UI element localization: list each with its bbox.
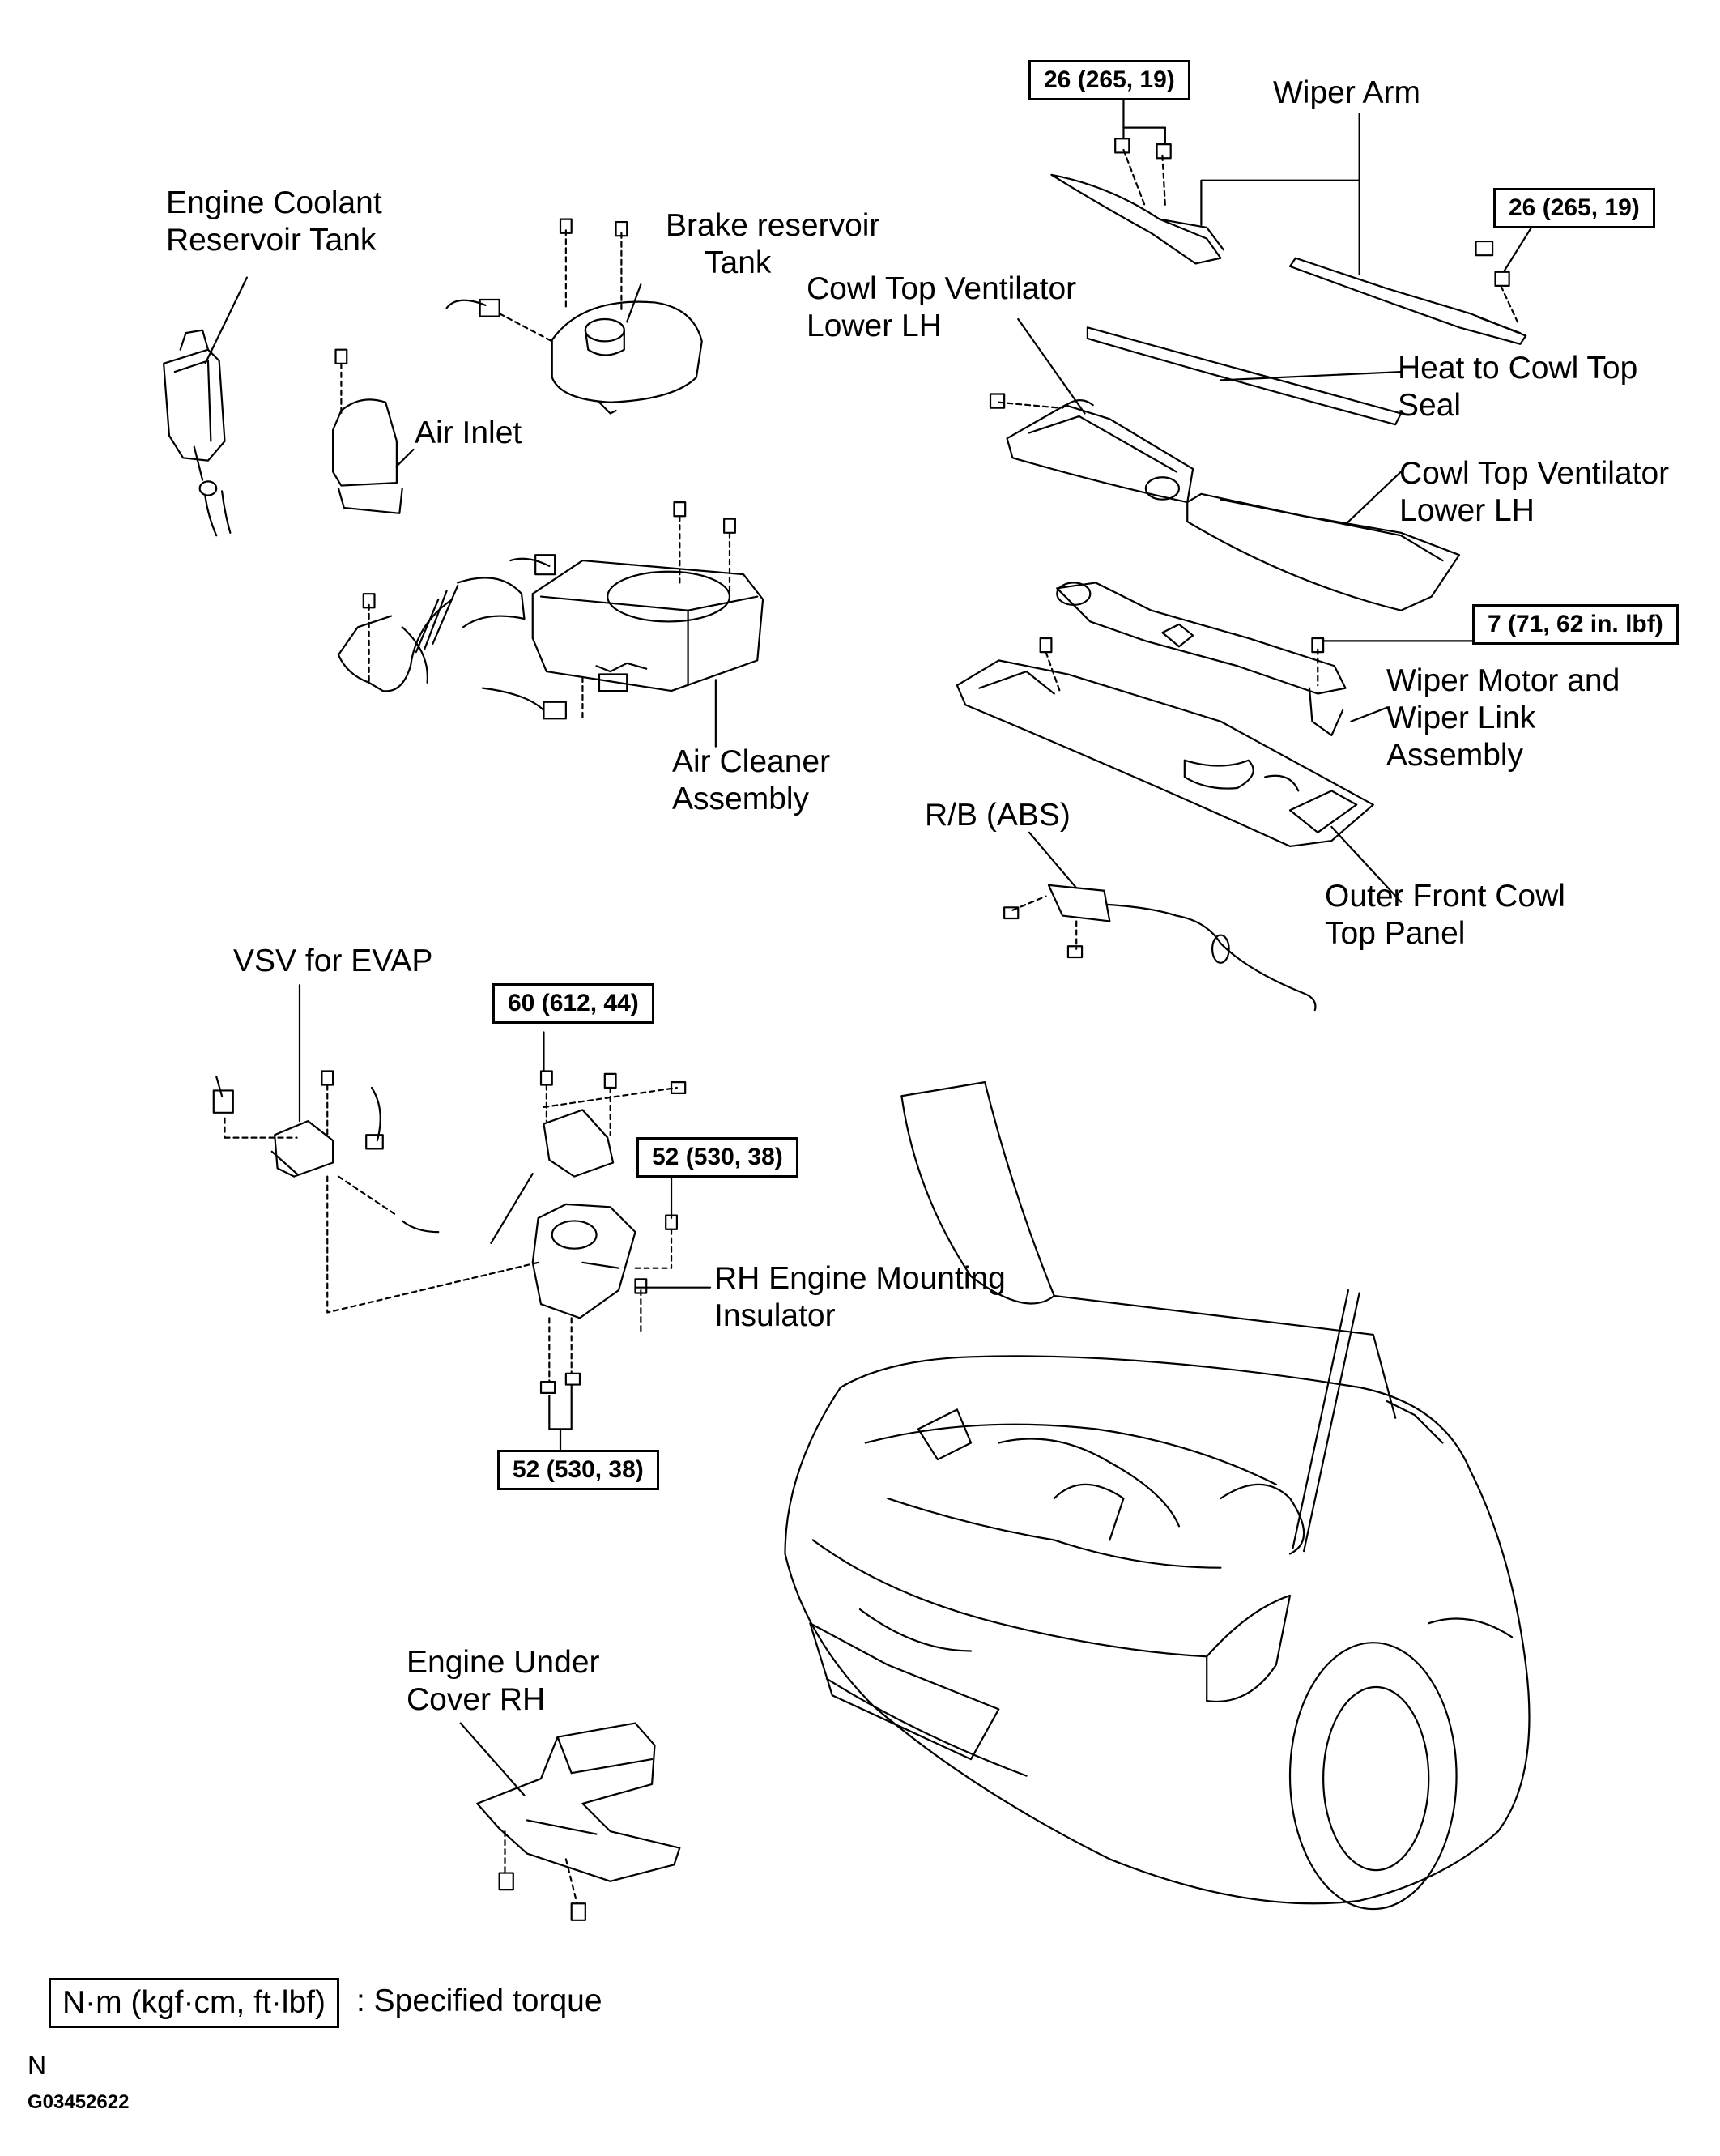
brake-reservoir-drawing	[447, 219, 702, 414]
figure-id: G03452622	[28, 2091, 130, 2113]
torque-mount-bottom: 52 (530, 38)	[497, 1450, 659, 1490]
label-vsv-for-evap: VSV for EVAP	[233, 944, 433, 978]
wiper-arm-drawing	[1051, 100, 1531, 343]
torque-wiper-arm-right: 26 (265, 19)	[1493, 188, 1655, 228]
outer-front-cowl-panel-drawing	[957, 660, 1401, 901]
engine-coolant-reservoir-tank-drawing	[164, 278, 247, 536]
torque-unit-legend-box: N·m (kgf·cm, ft·lbf)	[49, 1978, 339, 2028]
rh-engine-mounting-insulator-drawing	[491, 1032, 710, 1451]
heat-to-cowl-seal-drawing	[1088, 327, 1401, 424]
relay-block-abs-drawing	[1004, 833, 1315, 1010]
cowl-top-ventilator-drawing	[990, 319, 1459, 611]
wiper-motor-link-drawing	[1041, 582, 1476, 735]
air-cleaner-assembly-drawing	[338, 502, 763, 746]
engine-under-cover-drawing	[461, 1724, 680, 1920]
torque-wiper-arm-left: 26 (265, 19)	[1028, 60, 1190, 100]
label-rb-abs: R/B (ABS)	[925, 798, 1071, 833]
code-letter: N	[28, 2051, 47, 2080]
vehicle-front-drawing	[785, 1082, 1530, 1909]
label-wiper-arm: Wiper Arm	[1273, 75, 1421, 110]
torque-mount-top: 60 (612, 44)	[492, 983, 654, 1024]
label-air-inlet: Air Inlet	[415, 415, 522, 450]
vsv-evap-drawing	[214, 985, 539, 1312]
torque-wiper-motor: 7 (71, 62 in. lbf)	[1472, 604, 1679, 645]
torque-unit-legend-description: : Specified torque	[356, 1983, 602, 2018]
torque-mount-side: 52 (530, 38)	[636, 1137, 798, 1178]
air-inlet-drawing	[333, 350, 413, 513]
